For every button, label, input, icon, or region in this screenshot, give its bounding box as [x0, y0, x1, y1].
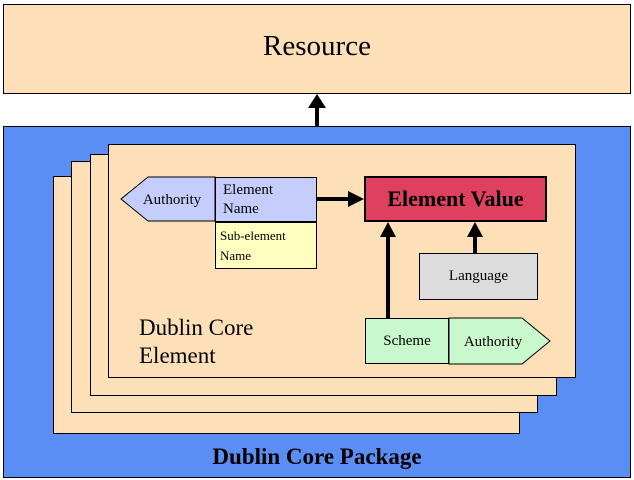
arrow-scheme-to-value [380, 222, 396, 318]
dublin-core-package-label: Dublin Core Package [212, 444, 422, 469]
dublin-core-element-label: Dublin Core Element [139, 314, 253, 370]
authority-right-label: Authority [464, 334, 523, 350]
resource-box [3, 4, 631, 94]
element-value-box: Element Value [364, 176, 547, 222]
sub-element-line1: Sub-element [220, 228, 286, 243]
sub-element-line2: Name [220, 248, 252, 263]
element-name-line1: Element [223, 182, 273, 198]
authority-left-label: Authority [143, 192, 202, 208]
language-box: Language [419, 253, 538, 300]
arrow-package-to-resource [308, 94, 326, 126]
dublin-core-element-label-line2: Element [139, 343, 216, 368]
scheme-box: Scheme [365, 318, 449, 364]
arrow-name-to-value [317, 191, 364, 207]
authority-right-tag [448, 317, 551, 365]
authority-left-tag [120, 176, 216, 222]
resource-label: Resource [263, 30, 371, 62]
dublin-core-element-label-line1: Dublin Core [139, 315, 254, 340]
sub-element-name-box: Sub-element Name [215, 222, 317, 269]
element-name-box: Element Name [215, 177, 317, 222]
element-name-line2: Name [223, 201, 259, 217]
arrow-language-to-value [467, 222, 483, 253]
